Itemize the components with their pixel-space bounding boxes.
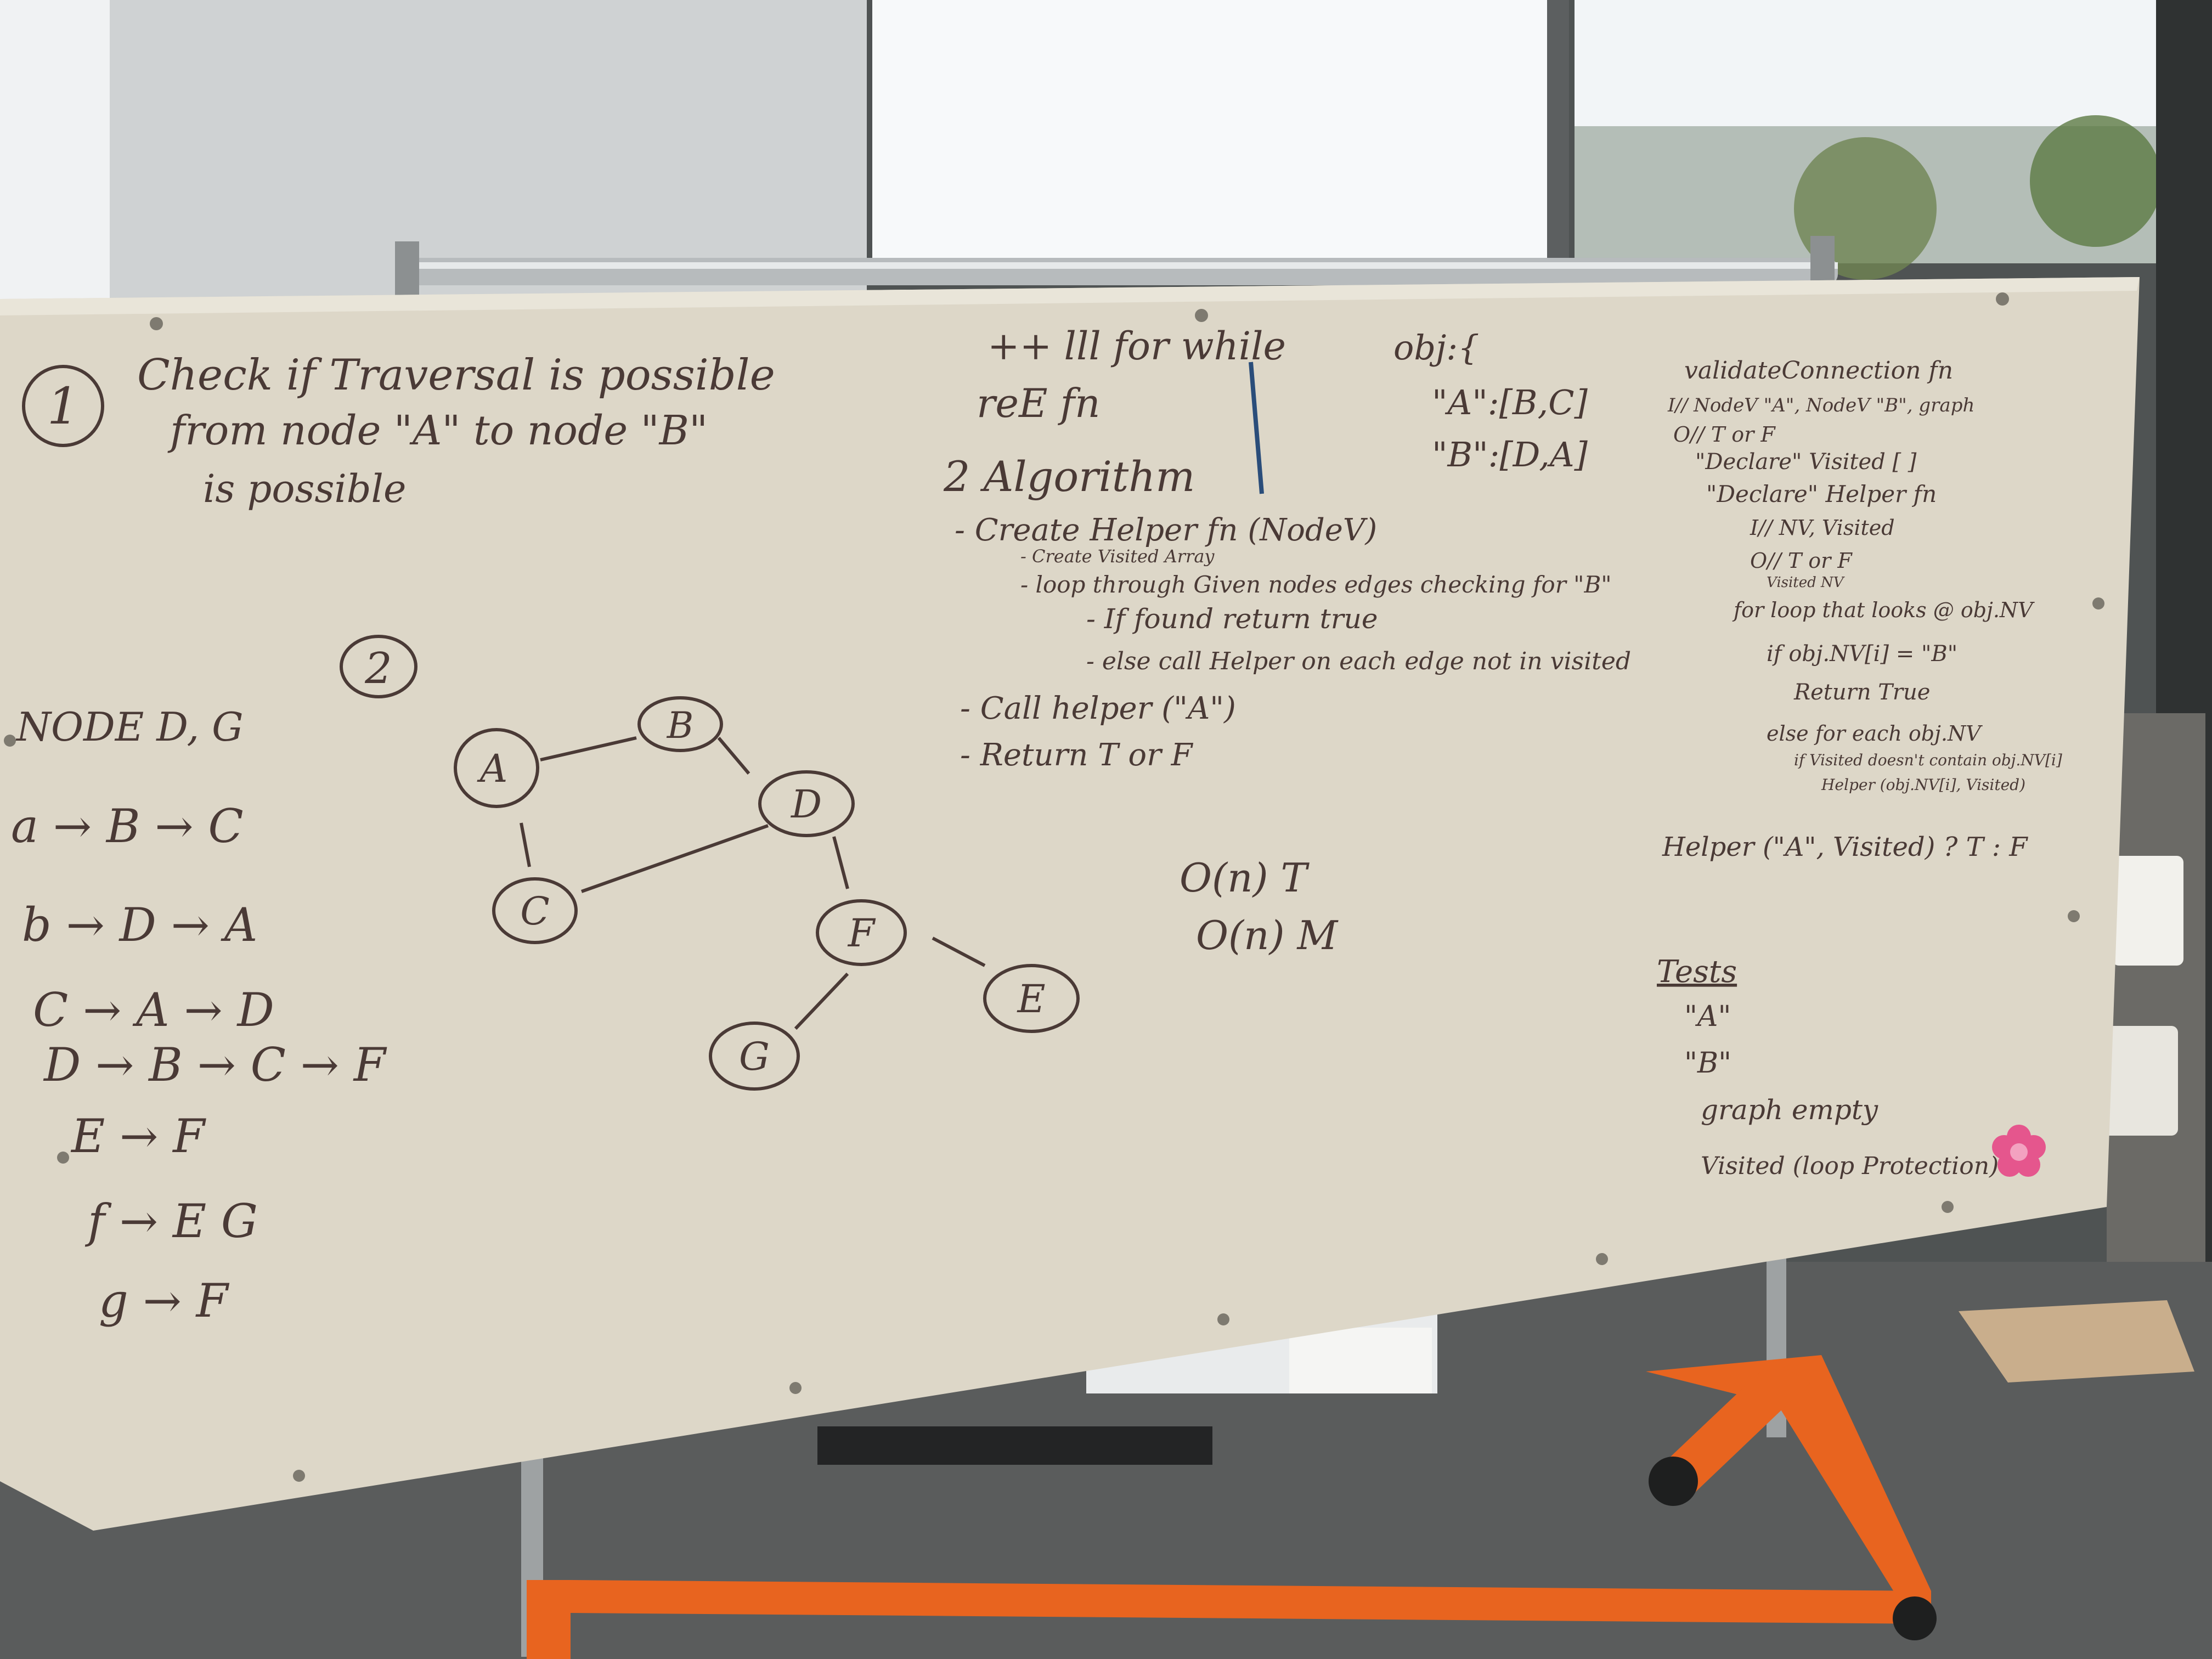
adjacency-row: D → B → C → F [43,1038,387,1092]
whiteboard-panel [0,277,2140,1531]
pseudocode-line: O// T or F [1673,422,1776,447]
pseudocode-line: for loop that looks @ obj.NV [1732,598,2035,622]
node-header: NODE D, G [15,704,244,750]
pseudocode-line: I// NodeV "A", NodeV "B", graph [1667,394,1974,416]
pseudocode-line: validateConnection fn [1684,357,1953,385]
header-block: 1 Check if Traversal is possible from no… [22,351,775,511]
time-complexity: O(n) T [1180,855,1310,901]
graph-node-g [709,1022,800,1091]
algorithm-step: - Create Visited Array [1020,546,1215,567]
header-line-3: is possible [203,466,406,511]
algorithm-step: - Return T or F [960,737,1194,773]
pseudocode-line: "Declare" Helper fn [1706,481,1937,507]
section-one-circle [22,365,104,447]
graph-node-b [637,696,723,752]
graph-edge [520,822,531,867]
graph-node-label: B [667,704,694,747]
test-item: Visited (loop Protection) [1701,1152,1999,1180]
section-one-number: 1 [47,377,80,436]
loops-note: ++ lll for while [988,324,1286,369]
graph-node-labels: A B C D F E G [477,704,1046,1079]
pseudocode-line: Return True [1793,680,1930,705]
test-item: "B" [1684,1047,1731,1080]
algorithm-step: - loop through Given nodes edges checkin… [1020,571,1612,598]
graph-node-d [758,770,855,837]
algorithm-section: 2 Algorithm - Create Helper fn (NodeV) -… [943,452,1631,773]
header-line-2: from node "A" to node "B" [167,407,708,454]
tests-section: Tests "A" "B" graph empty Visited (loop … [1657,954,1999,1180]
adjacency-row: C → A → D [33,983,274,1037]
algorithm-step: - Call helper ("A") [960,691,1236,726]
header-line-1: Check if Traversal is possible [137,351,775,400]
adjacency-row: g → F [99,1274,230,1328]
graph-node-label: C [520,889,550,934]
adjacency-row: a → B → C [11,799,244,853]
pseudocode-line: Helper ("A", Visited) ? T : F [1662,832,2028,862]
right-column-pseudocode: validateConnection fn I// NodeV "A", Nod… [1662,357,2062,862]
pseudocode-line: "Declare" Visited [ ] [1695,449,1917,475]
graph-node-f [816,899,907,966]
pseudocode-line: if obj.NV[i] = "B" [1767,641,1957,667]
algorithm-step: - Create Helper fn (NodeV) [955,512,1377,548]
graph-diagram [454,696,1080,1091]
recursion-note: reE fn [977,380,1101,426]
graph-node-label: A [477,746,508,791]
pseudocode-line: else for each obj.NV [1767,721,1983,746]
algorithm-step: - else call Helper on each edge not in v… [1086,647,1631,675]
pseudocode-line: if Visited doesn't contain obj.NV[i] [1794,751,2062,769]
obj-line-2: "A":[B,C] [1432,382,1588,422]
test-item: graph empty [1701,1094,1878,1126]
test-item: "A" [1684,1000,1731,1033]
graph-node-a [454,728,539,808]
graph-edge [717,737,751,775]
adjacency-row: b → D → A [22,898,257,952]
graph-node-label: D [790,782,822,827]
pseudocode-line: Helper (obj.NV[i], Visited) [1821,776,2025,794]
graph-edge [581,824,769,893]
adjacency-row: f → E G [84,1194,258,1248]
obj-line-3: "B":[D,A] [1432,435,1588,475]
blue-marker-stroke [1249,362,1264,494]
graph-node-label: F [847,911,876,956]
flower-sticker [1992,1125,2046,1177]
algorithm-step: - If found return true [1086,603,1378,635]
adjacency-list: NODE D, G a → B → C b → D → A C → A → D … [11,704,387,1328]
orange-stand [521,1207,1937,1659]
graph-edge [794,972,849,1030]
graph-edge [540,736,637,761]
pseudocode-line: Visited NV [1767,574,1845,591]
graph-node-label: G [739,1034,770,1079]
graph-node-e [983,964,1080,1033]
adjacency-row: E → F [70,1109,206,1163]
section-two-number: 2 [364,644,392,693]
tests-title: Tests [1657,954,1737,990]
top-notes: ++ lll for while reE fn obj:{ "A":[B,C] … [977,324,1588,494]
graph-edge [832,836,849,889]
memory-complexity: O(n) M [1196,912,1339,958]
complexity-notes: O(n) T O(n) M [1180,855,1339,958]
graph-node-c [492,877,578,944]
algorithm-title: 2 Algorithm [943,452,1195,501]
window-left [872,0,1547,263]
graph-node-label: E [1016,977,1045,1022]
pseudocode-line: O// T or F [1750,549,1853,573]
graph-edge [932,936,986,967]
pseudocode-line: I// NV, Visited [1750,516,1895,540]
section-two-marker: 2 [340,635,417,698]
obj-line-1: obj:{ [1393,328,1480,368]
